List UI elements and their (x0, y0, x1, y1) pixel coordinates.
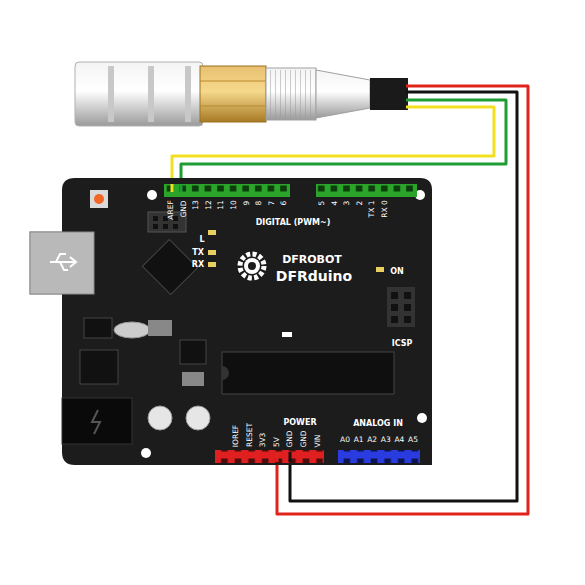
pin-label: GND (300, 430, 308, 447)
pin-label: 4 (331, 200, 339, 205)
pin-label: RX 0 (381, 200, 389, 218)
pin-label: RESET (246, 423, 254, 447)
pin-label: AREF (167, 200, 175, 219)
header-title: POWER (283, 419, 316, 427)
analog-header (338, 450, 420, 463)
icsp-header (387, 287, 415, 327)
pin-label: GND (180, 200, 188, 217)
crystal (114, 322, 150, 338)
pin-label: TX 1 (369, 200, 377, 217)
pin-label: A3 (381, 436, 391, 444)
logo-gear (240, 254, 264, 278)
capacitor (186, 406, 210, 430)
pin-label: A4 (394, 436, 404, 444)
pin-label: A1 (354, 436, 364, 444)
pin-label: 3V3 (259, 432, 267, 447)
pin-label: 13 (192, 200, 200, 210)
digital-header (316, 184, 417, 197)
led-label: TX (192, 249, 204, 257)
header-label: ICSP (392, 340, 413, 348)
pin-label: 11 (218, 200, 226, 210)
led-label: ON (390, 268, 404, 276)
header-title: DIGITAL (PWM~) (256, 219, 331, 227)
sensor-probe (75, 62, 408, 126)
reset-button (94, 194, 104, 204)
power-jack (62, 398, 132, 444)
pin-label: A0 (340, 436, 350, 444)
pin-label: 7 (268, 200, 276, 205)
header-title: ANALOG IN (353, 420, 403, 428)
led-label: RX (192, 261, 204, 269)
digital-header (164, 184, 290, 197)
pin-label: 6 (281, 200, 289, 205)
pin-label: 12 (205, 200, 213, 210)
yellow-wire (172, 107, 494, 190)
pin-label: GND (287, 430, 295, 447)
pin-label: 10 (230, 200, 238, 210)
brand-name: DFROBOT (282, 254, 342, 265)
pin-label: IOREF (232, 425, 240, 447)
green-wire (181, 100, 506, 190)
pin-label: 8 (255, 200, 263, 205)
pin-label: VIN (314, 434, 322, 447)
usb-chip (142, 239, 197, 294)
pin-label: 5 (318, 200, 326, 205)
pin-label: 3 (343, 200, 351, 205)
pin-label: 5V (273, 437, 281, 447)
led-label: L (199, 236, 204, 244)
dfrduino-board (30, 178, 432, 465)
usb-connector (30, 232, 94, 294)
pin-label: 2 (356, 200, 364, 205)
pin-label: A2 (367, 436, 377, 444)
power-header (215, 450, 324, 463)
model-name: DFRduino (276, 269, 352, 283)
pin-label: 9 (243, 200, 251, 205)
capacitor (148, 406, 172, 430)
microcontroller (222, 352, 394, 394)
pin-label: A5 (408, 436, 418, 444)
